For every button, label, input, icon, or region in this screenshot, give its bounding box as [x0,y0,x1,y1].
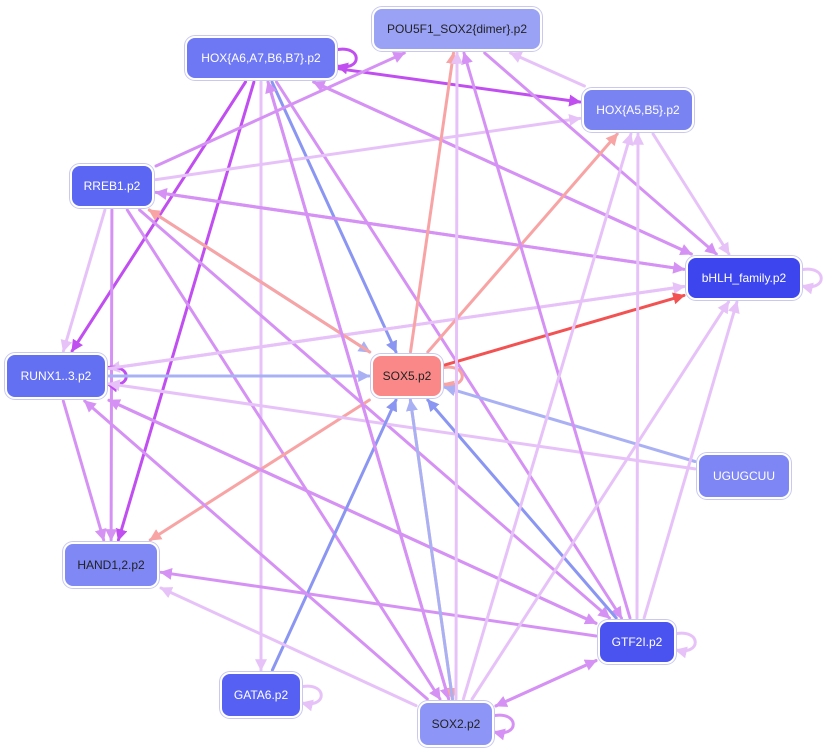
node-label: RUNX1..3.p2 [20,369,92,383]
node-label: RREB1.p2 [83,179,141,193]
edge-gata6-to-sox5 [270,398,398,672]
edge-sox2-to-bhlh [470,300,730,701]
node-label: bHLH_family.p2 [701,271,787,285]
edge-gtf2i-to-gtf2i [672,631,697,659]
edge-sox2-to-sox2 [490,713,515,741]
edge-rreb1-to-runx [60,208,107,353]
node-hox-a5-b5[interactable]: HOX{A5,B5}.p2 [582,88,694,132]
edge-hox_a6-to-hand [115,80,256,542]
edge-sox2-to-pou5f1 [450,51,463,701]
edge-hox_a6-to-hox_a5 [337,67,582,107]
edge-sox5-to-hox_a5 [426,132,619,354]
node-gtf2i[interactable]: GTF2I.p2 [598,620,676,664]
node-sox2[interactable]: SOX2.p2 [418,701,494,747]
edge-gata6-to-gata6 [298,684,323,712]
edge-bhlh-to-rreb1 [154,188,686,271]
edge-gtf2i-to-hox_a5 [631,132,644,620]
edge-gtf2i-to-sox5 [426,398,618,620]
edge-bhlh-to-hox_a6 [312,80,693,256]
edge-gtf2i-to-runx [107,398,598,625]
node-hand1-2[interactable]: HAND1,2.p2 [63,542,159,588]
node-label: HOX{A6,A7,B6,B7}.p2 [201,51,321,65]
edge-rreb1-to-hox_a5 [154,114,582,182]
node-label: HOX{A5,B5}.p2 [596,103,680,117]
node-label: SOX5.p2 [382,369,432,383]
edge-hox_a5-to-bhlh [651,132,731,256]
node-gata6[interactable]: GATA6.p2 [220,672,302,718]
edge-rreb1-to-pou5f1 [154,51,406,168]
node-hox-a6-a7-b6-b7[interactable]: HOX{A6,A7,B6,B7}.p2 [185,36,337,80]
edge-sox5-to-bhlh [443,292,686,367]
edge-hox_a5-to-pou5f1 [509,51,586,88]
node-label: SOX2.p2 [431,717,481,731]
node-label: GATA6.p2 [233,688,289,702]
edge-gtf2i-to-bhlh [642,300,740,620]
edge-sox2-to-hox_a6 [265,80,451,701]
node-ugugcuu[interactable]: UGUGCUU [697,453,791,499]
node-label: HAND1,2.p2 [77,558,145,572]
edge-bhlh-to-bhlh [798,267,823,295]
node-pou5f1-sox2-dimer[interactable]: POU5F1_SOX2{dimer}.p2 [372,7,542,51]
edge-sox2-to-hand [159,586,418,708]
edge-sox2-to-sox5 [405,398,454,701]
node-label: GTF2I.p2 [611,635,663,649]
edge-hox_a6-to-gtf2i [275,80,623,620]
node-rreb1[interactable]: RREB1.p2 [70,164,154,208]
edge-ugugcuu-to-runx [107,379,697,471]
edge-runx-to-bhlh [107,282,686,370]
edge-sox2-to-runx [83,399,429,701]
edge-sox2-to-hox_a5 [461,132,634,701]
edge-layer [60,47,823,741]
edge-sox5-to-sox5 [439,365,464,393]
node-sox5[interactable]: SOX5.p2 [371,354,443,398]
edge-rreb1-to-gtf2i [138,208,611,620]
edge-sox5-to-pou5f1 [409,51,458,354]
edge-hox_a6-to-hox_a6 [333,47,358,75]
edge-sox5-to-rreb1 [147,208,372,354]
node-runx1-3[interactable]: RUNX1..3.p2 [5,353,107,399]
edge-runx-to-hand [61,399,107,542]
edge-gtf2i-to-pou5f1 [461,51,632,620]
node-label: UGUGCUU [713,469,775,483]
node-bhlh-family[interactable]: bHLH_family.p2 [686,256,802,300]
edge-ugugcuu-to-sox5 [443,384,697,463]
edge-sox2-to-gtf2i [494,659,598,708]
node-label: POU5F1_SOX2{dimer}.p2 [386,22,528,36]
edge-gtf2i-to-hand [159,567,598,638]
